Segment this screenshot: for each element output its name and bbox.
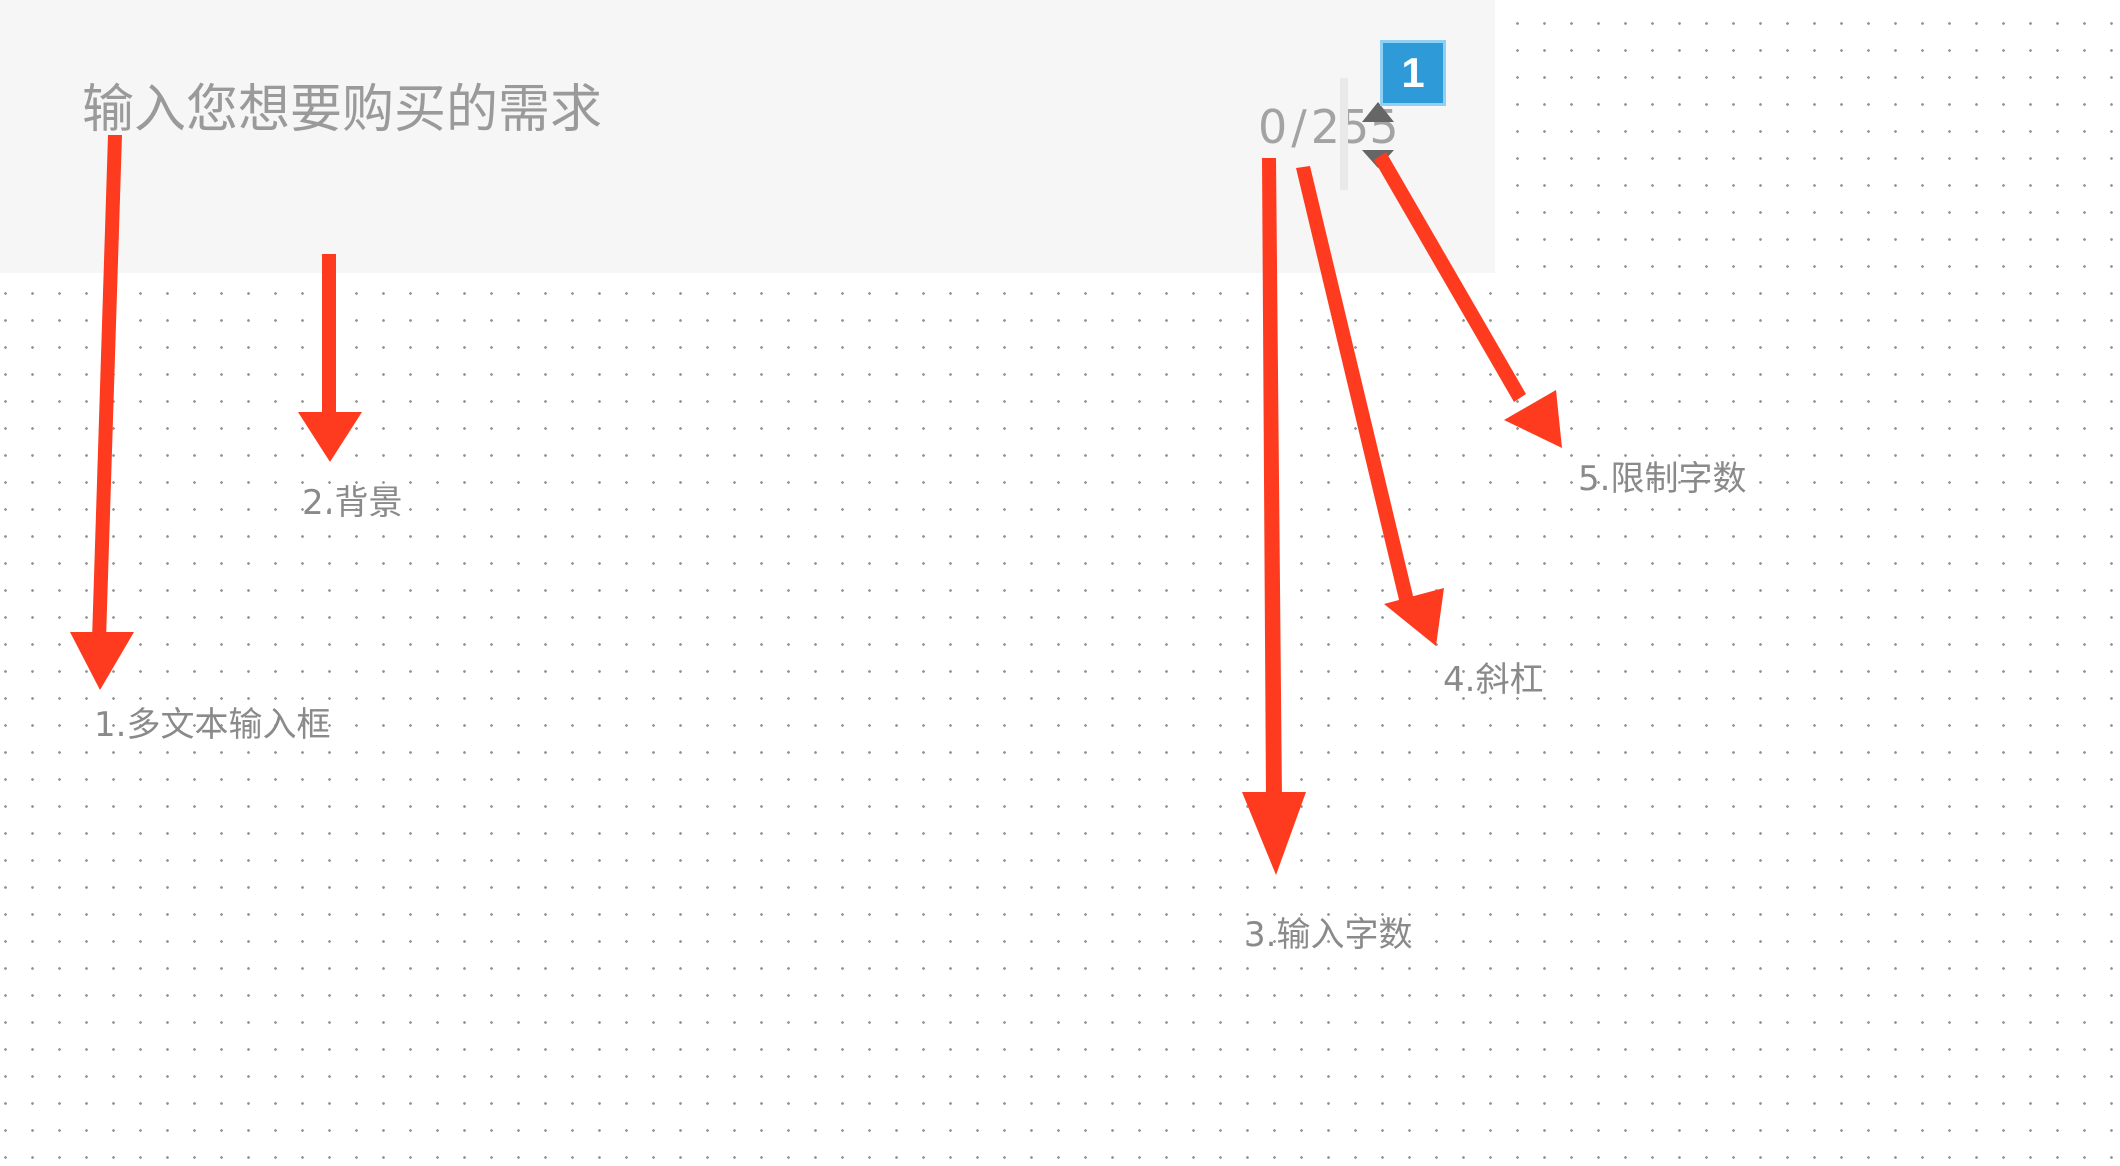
- counter-slash: /: [1291, 100, 1307, 154]
- annotation-arrow-2: [298, 254, 362, 462]
- annotation-label-1: 1.多文本输入框: [94, 705, 331, 745]
- resize-handle[interactable]: [1340, 78, 1348, 190]
- annotation-arrow-3: [1242, 158, 1306, 875]
- input-count: 0: [1258, 100, 1288, 154]
- step-badge: 1: [1380, 40, 1446, 106]
- annotation-arrow-1: [70, 135, 134, 690]
- annotation-label-5: 5.限制字数: [1578, 459, 1747, 499]
- annotation-label-2: 2.背景: [302, 483, 403, 523]
- textarea-placeholder: 输入您想要购买的需求: [82, 80, 603, 140]
- annotation-arrow-4: [1296, 166, 1444, 646]
- annotation-label-4: 4.斜杠: [1443, 660, 1544, 700]
- annotation-label-3: 3.输入字数: [1244, 915, 1413, 955]
- multiline-textarea[interactable]: 输入您想要购买的需求 0/255: [0, 0, 1495, 273]
- annotation-arrow-5: [1374, 152, 1562, 448]
